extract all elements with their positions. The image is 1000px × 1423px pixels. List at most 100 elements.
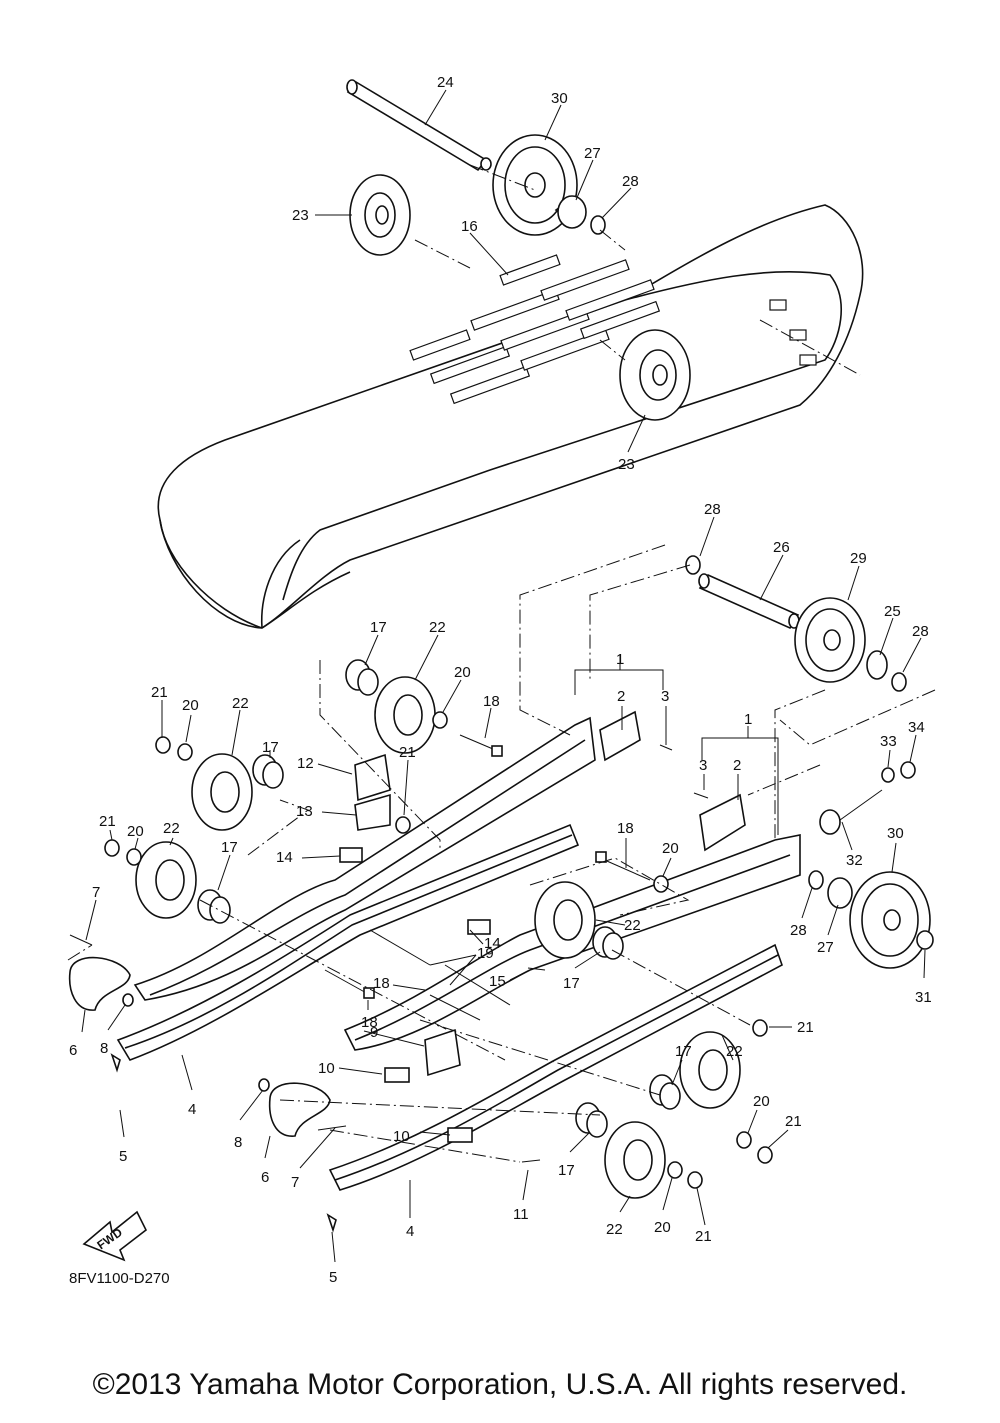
wheel-29 [794, 597, 866, 683]
callout: 22 [624, 917, 641, 934]
callout: 1 [744, 711, 752, 728]
wheel-22-e [679, 1031, 741, 1109]
spacer-17-e [649, 1074, 681, 1110]
callout: 20 [182, 697, 199, 714]
spacer-17-c [197, 889, 231, 924]
leader-lines [81, 89, 926, 1263]
bolts [324, 734, 883, 1021]
spacer-17-b [252, 754, 284, 789]
callout: 6 [69, 1042, 77, 1059]
callout: 23 [292, 207, 309, 224]
callout: 27 [584, 145, 601, 162]
callout: 20 [127, 823, 144, 840]
drawing-code: 8FV1100-D270 [69, 1270, 170, 1287]
callout: 18 [373, 975, 390, 992]
copyright-notice: ©2013 Yamaha Motor Corporation, U.S.A. A… [93, 1368, 908, 1401]
clip-13 [354, 793, 391, 831]
callout: 34 [908, 719, 925, 736]
callout: 7 [291, 1174, 299, 1191]
callout: 17 [558, 1162, 575, 1179]
callout: 4 [188, 1101, 196, 1118]
collar-27-top [554, 195, 587, 229]
callout: 20 [654, 1219, 671, 1236]
callout: 27 [817, 939, 834, 956]
callout: 7 [92, 884, 100, 901]
callout: 10 [318, 1060, 335, 1077]
callout: 23 [618, 456, 635, 473]
callout: 11 [513, 1206, 529, 1223]
callout: 28 [622, 173, 639, 190]
end-cap-6-right [268, 1082, 331, 1137]
pad-10-upper [384, 1067, 410, 1083]
callout: 22 [429, 619, 446, 636]
callout: 18 [483, 693, 500, 710]
track-lugs [409, 254, 817, 405]
callout: 3 [661, 688, 669, 705]
callout: 28 [790, 922, 807, 939]
fwd-arrow-icon: FWD [82, 1210, 148, 1262]
axle-24 [346, 79, 492, 172]
callout: 8 [100, 1040, 108, 1057]
callout: 17 [221, 839, 238, 856]
callout: 30 [887, 825, 904, 842]
track-belt [157, 204, 864, 629]
callout: 12 [297, 755, 314, 772]
callout: 8 [234, 1134, 242, 1151]
spacer-17-d [592, 926, 624, 960]
pad-14-lower [467, 919, 491, 935]
callout: 20 [454, 664, 471, 681]
callout: 4 [406, 1223, 414, 1240]
callout: 25 [884, 603, 901, 620]
wheel-22-c [135, 841, 197, 919]
slide-4-left [116, 823, 580, 1061]
callout: 14 [484, 935, 501, 952]
washer-28-rear [685, 555, 701, 575]
wheel-22-b [191, 753, 253, 831]
fasteners [69, 744, 709, 1233]
pad-10-lower [447, 1127, 473, 1143]
wheel-23-right [619, 329, 691, 421]
callout: 21 [785, 1113, 802, 1130]
callout: 10 [393, 1128, 410, 1145]
callout: 13 [296, 803, 313, 820]
callout: 2 [733, 757, 741, 774]
callout: 5 [329, 1269, 337, 1286]
callout: 24 [437, 74, 454, 91]
callout: 18 [361, 1014, 378, 1031]
callout: 15 [489, 973, 506, 990]
callout: 17 [370, 619, 387, 636]
callout: 21 [99, 813, 116, 830]
callout: 16 [461, 218, 478, 235]
shaft-26 [698, 573, 800, 630]
callout: 30 [551, 90, 568, 107]
spacer-17-f [575, 1102, 608, 1138]
wheel-22-a [374, 676, 436, 754]
alignment-lines [67, 164, 936, 1163]
callout: 3 [699, 757, 707, 774]
washer-28-lower [808, 870, 824, 890]
collar-32 [819, 809, 841, 835]
callout: 18 [617, 820, 634, 837]
callout: 17 [563, 975, 580, 992]
callout: 22 [163, 820, 180, 837]
collar-27-rear [827, 877, 853, 909]
pad-14-upper [339, 847, 363, 863]
slider-block-9 [424, 1028, 461, 1077]
callout: 21 [399, 744, 416, 761]
callout: 5 [119, 1148, 127, 1165]
wheel-22-d [534, 881, 596, 959]
slider-block-12 [354, 753, 391, 802]
nuts-washers [104, 711, 934, 1189]
callout: 20 [662, 840, 679, 857]
callout: 32 [846, 852, 863, 869]
bracket-2-right [699, 793, 746, 852]
callout: 1 [616, 651, 624, 668]
callout: 17 [262, 739, 279, 756]
washer-28-top [590, 215, 606, 235]
callout: 29 [850, 550, 867, 567]
callout: 21 [797, 1019, 814, 1036]
spacer-17-a [345, 659, 379, 696]
callout: 21 [151, 684, 168, 701]
callout: 17 [675, 1043, 692, 1060]
